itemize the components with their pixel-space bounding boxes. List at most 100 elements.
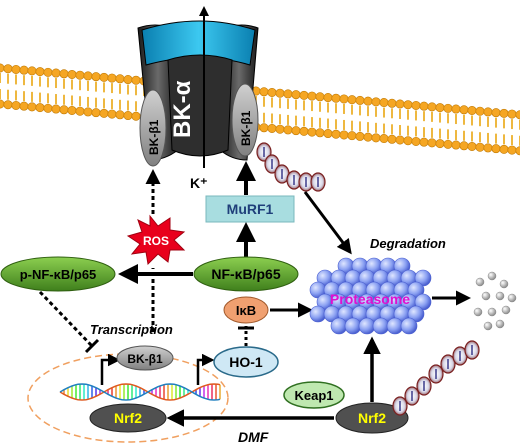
lipid-head	[491, 144, 501, 154]
degradation-label: Degradation	[370, 236, 446, 251]
lipid-head	[515, 146, 520, 156]
lipid-head	[419, 101, 429, 111]
lipid-head	[499, 144, 509, 154]
transcription-label: Transcription	[90, 322, 173, 337]
inhibition-bar	[84, 338, 100, 354]
lipid-head	[67, 69, 77, 79]
proteasome-label: Proteasome	[330, 291, 410, 307]
lipid-head	[363, 96, 373, 106]
lipid-head	[331, 93, 341, 103]
lipid-head	[3, 100, 13, 110]
lipid-head	[475, 142, 485, 152]
lipid-head	[11, 100, 21, 110]
lipid-head	[395, 135, 405, 145]
ho1-label: HO-1	[229, 354, 263, 370]
lipid-head	[387, 98, 397, 108]
nrf2-cytoplasm-label: Nrf2	[358, 410, 386, 426]
nrf2-cytoplasm-ellipse	[335, 402, 409, 434]
ubiquitin	[464, 340, 480, 360]
lipid-head	[355, 131, 365, 141]
nucleus	[27, 353, 229, 443]
lipid-head	[107, 73, 117, 83]
peptide-fragment	[487, 307, 497, 317]
ho1-ellipse	[213, 346, 279, 378]
cell-membrane	[0, 63, 520, 156]
lipid-head	[339, 130, 349, 140]
lipid-head	[299, 90, 309, 100]
lipid-head	[27, 102, 37, 112]
proteasome-subunit	[309, 305, 327, 323]
peptide-fragment	[473, 307, 483, 317]
ubiquitin	[428, 364, 444, 384]
lipid-head	[315, 128, 325, 138]
lipid-head	[371, 97, 381, 107]
lipid-head	[363, 132, 373, 142]
lipid-head	[67, 105, 77, 115]
peptide-fragment	[487, 271, 497, 281]
lipid-head	[91, 108, 101, 118]
keap1-label: Keap1	[294, 388, 333, 403]
bk-beta1-left-label: BK-β1	[147, 119, 161, 155]
lipid-head	[259, 123, 269, 133]
lipid-head	[411, 136, 421, 146]
lipid-head	[443, 103, 453, 113]
peptide-fragment	[483, 321, 493, 331]
bk-beta1-right-label: BK-β1	[239, 110, 253, 146]
ubiquitin	[392, 396, 408, 416]
lipid-head	[515, 110, 520, 120]
lipid-head	[467, 105, 477, 115]
lipid-head	[283, 125, 293, 135]
lipid-head	[355, 95, 365, 105]
lipid-head	[483, 143, 493, 153]
lipid-head	[131, 75, 141, 85]
lipid-head	[507, 109, 517, 119]
nrf2-nucleus-label: Nrf2	[114, 410, 142, 426]
proteasome-subunit	[344, 317, 362, 335]
lipid-head	[275, 124, 285, 134]
lipid-head	[267, 87, 277, 97]
lipid-head	[419, 137, 429, 147]
lipid-head	[299, 126, 309, 136]
lipid-head	[459, 141, 469, 151]
lipid-head	[99, 72, 109, 82]
lipid-head	[43, 103, 53, 113]
lipid-head	[499, 108, 509, 118]
lipid-head	[371, 133, 381, 143]
lipid-head	[43, 67, 53, 77]
ubiquitin	[310, 172, 326, 192]
lipid-head	[267, 123, 277, 133]
proteasome-subunit	[358, 317, 376, 335]
lipid-head	[123, 111, 133, 121]
k-ion-label: K⁺	[190, 175, 208, 191]
proteasome-subunit	[400, 317, 418, 335]
lipid-head	[307, 91, 317, 101]
lipid-head	[427, 138, 437, 148]
proteasome	[309, 257, 432, 335]
lipid-head	[27, 66, 37, 76]
murf1-label: MuRF1	[227, 201, 274, 217]
ros-label: ROS	[143, 234, 169, 248]
lipid-head	[51, 104, 61, 114]
peptide-fragment	[495, 319, 505, 329]
lipid-head	[291, 126, 301, 136]
lipid-head	[51, 68, 61, 78]
lipid-head	[443, 139, 453, 149]
p-nfkb-label: p-NF-κB/p65	[20, 267, 97, 282]
lipid-head	[35, 103, 45, 113]
lipid-head	[459, 105, 469, 115]
nfkb-ellipse	[193, 256, 299, 292]
ubiquitin-chain-channel	[256, 142, 326, 192]
keap1-ellipse	[283, 381, 345, 409]
murf1-box	[205, 195, 295, 223]
ubiquitin	[264, 154, 280, 174]
lipid-head	[395, 99, 405, 109]
lipid-head	[331, 129, 341, 139]
ros-burst	[126, 214, 186, 266]
lipid-head	[115, 110, 125, 120]
proteasome-subunit	[386, 317, 404, 335]
dna-strand	[59, 383, 221, 401]
lipid-head	[435, 139, 445, 149]
peptide-fragment	[475, 277, 485, 287]
ubiquitin	[440, 354, 456, 374]
lipid-head	[339, 94, 349, 104]
